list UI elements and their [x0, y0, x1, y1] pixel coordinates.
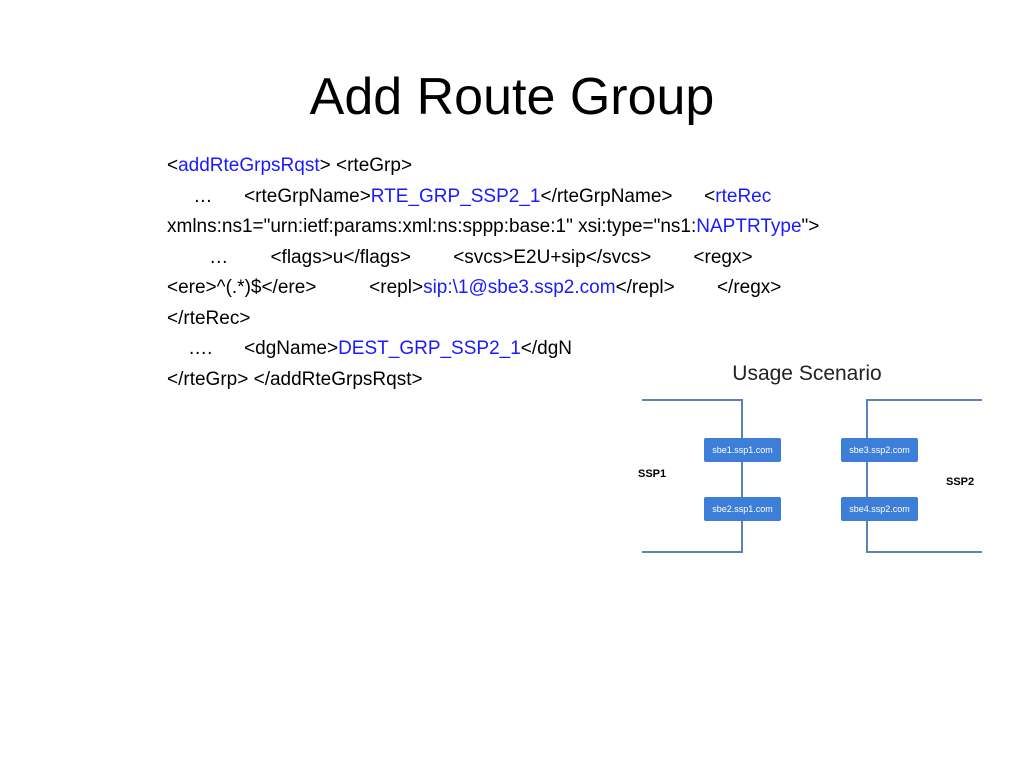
ssp2-bottom-line [866, 551, 982, 553]
diagram-title: Usage Scenario [732, 362, 882, 385]
ssp1-bottom-line [642, 551, 742, 553]
code-line-4: … <flags>u</flags> <svcs>E2U+sip</svcs> … [167, 243, 997, 274]
code-line-7: …. <dgName>DEST_GRP_SSP2_1</dgN [167, 334, 997, 365]
code-line-8: </rteGrp> </addRteGrpsRqst> [167, 365, 997, 396]
code-text: </repl> </regx> [615, 277, 782, 298]
code-value: RTE_GRP_SSP2_1 [370, 185, 541, 207]
code-text: </dgN [520, 338, 573, 359]
sbe1-box: sbe1.ssp1.com [704, 438, 781, 462]
code-text: <ere>^(.*)$</ere> <repl> [167, 277, 424, 298]
code-line-1: <addRteGrpsRqst> <rteGrp> [167, 151, 997, 182]
code-line-5: <ere>^(.*)$</ere> <repl>sip:\1@sbe3.ssp2… [167, 273, 997, 304]
code-text: </rteGrp> </addRteGrpsRqst> [167, 368, 423, 390]
ssp2-vertical-line [866, 399, 868, 553]
code-text: …. <dgName> [167, 338, 339, 359]
sbe2-box: sbe2.ssp1.com [704, 497, 781, 521]
code-line-2: … <rteGrpName>RTE_GRP_SSP2_1</rteGrpName… [167, 182, 997, 213]
xml-code-block: <addRteGrpsRqst> <rteGrp> … <rteGrpName>… [167, 151, 997, 395]
ssp2-top-line [866, 399, 982, 401]
code-keyword: addRteGrpsRqst [178, 155, 320, 176]
code-text: … <rteGrpName> [167, 185, 371, 207]
usage-scenario-diagram: Usage Scenario sbe1.ssp1.com sbe2.ssp1.c… [628, 358, 986, 564]
ssp1-label: SSP1 [638, 468, 667, 480]
slide-title: Add Route Group [309, 68, 715, 126]
code-value: sip:\1@sbe3.ssp2.com [423, 277, 616, 298]
sbe4-box: sbe4.ssp2.com [841, 497, 918, 521]
code-text: < [167, 155, 179, 176]
code-text: </rteRec> [167, 307, 251, 329]
code-keyword: rteRec [715, 185, 772, 207]
code-text: > <rteGrp> [319, 155, 413, 176]
sbe3-box: sbe3.ssp2.com [841, 438, 918, 462]
code-line-3: xmlns:ns1="urn:ietf:params:xml:ns:sppp:b… [167, 212, 997, 243]
code-line-6: </rteRec> [167, 304, 997, 335]
ssp1-vertical-line [741, 399, 743, 553]
code-text: xmlns:ns1="urn:ietf:params:xml:ns:sppp:b… [167, 216, 697, 237]
code-value: DEST_GRP_SSP2_1 [338, 338, 521, 359]
code-text: … <flags>u</flags> <svcs>E2U+sip</svcs> … [167, 246, 753, 268]
code-text: "> [801, 216, 820, 237]
code-keyword: NAPTRType [696, 216, 802, 237]
code-text: </rteGrpName> < [540, 185, 716, 207]
ssp2-label: SSP2 [946, 476, 975, 488]
ssp1-top-line [642, 399, 742, 401]
